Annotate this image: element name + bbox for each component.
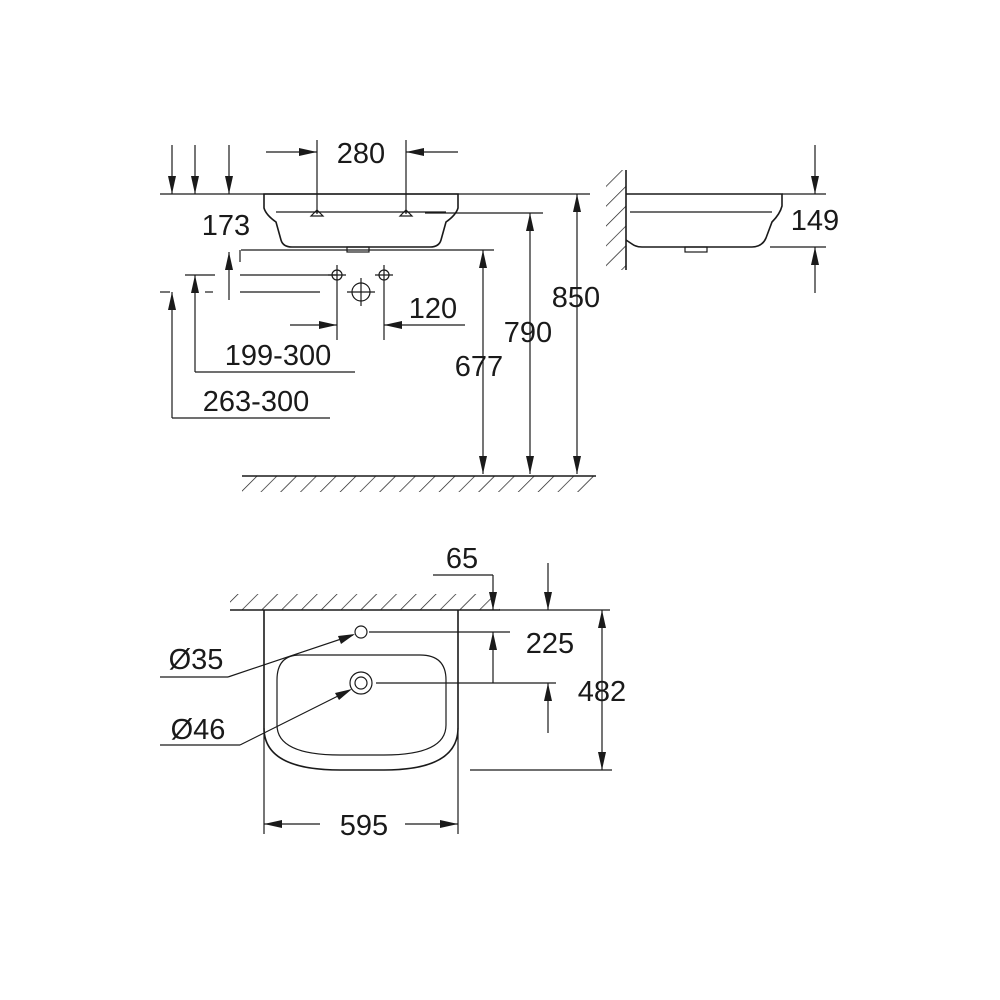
top-wall-hatch	[230, 594, 500, 611]
dim-height-850-label: 850	[552, 282, 600, 314]
arrow-down	[225, 176, 233, 194]
arrow-down	[191, 176, 199, 194]
dim-waste-hole-label: Ø46	[171, 714, 226, 746]
waste-hole	[349, 671, 373, 695]
side-wall-hatch	[606, 170, 627, 270]
supply-symbol-right	[375, 265, 393, 340]
front-tap-marker-right	[398, 209, 414, 217]
dim-waste-spacing-label: 120	[409, 293, 457, 325]
dim-height-top-label: 173	[202, 210, 250, 242]
front-tap-marker-left	[309, 209, 325, 217]
dim-tap-spacing-label: 280	[337, 138, 385, 170]
side-waste-stub	[684, 246, 708, 253]
arrow-down	[168, 176, 176, 194]
dim-height-677-label: 677	[455, 351, 503, 383]
dim-height-790-label: 790	[504, 317, 552, 349]
dim-tap-hole-label: Ø35	[169, 644, 224, 676]
side-view: 149	[606, 145, 839, 293]
waste-symbol	[347, 278, 375, 306]
side-basin-outline	[625, 193, 783, 248]
front-basin-outline	[263, 193, 459, 248]
dim-range-1-label: 199-300	[225, 340, 331, 372]
supply-symbol-left	[328, 265, 346, 340]
dim-tap-to-waste-label: 225	[526, 628, 574, 660]
floor-hatch	[242, 475, 596, 492]
dim-projection-label: 482	[578, 676, 626, 708]
dim-depth-label: 149	[791, 205, 839, 237]
top-bowl-outline	[276, 654, 447, 756]
tap-hole	[354, 625, 368, 639]
dim-range-2-label: 263-300	[203, 386, 309, 418]
top-basin-outline	[263, 610, 459, 771]
front-view: 280 173 677 790 850	[160, 138, 600, 492]
top-view: 65 225 482 595 Ø35 Ø46	[160, 543, 626, 842]
dim-wall-offset-label: 65	[446, 543, 478, 575]
dim-width-label: 595	[340, 810, 388, 842]
